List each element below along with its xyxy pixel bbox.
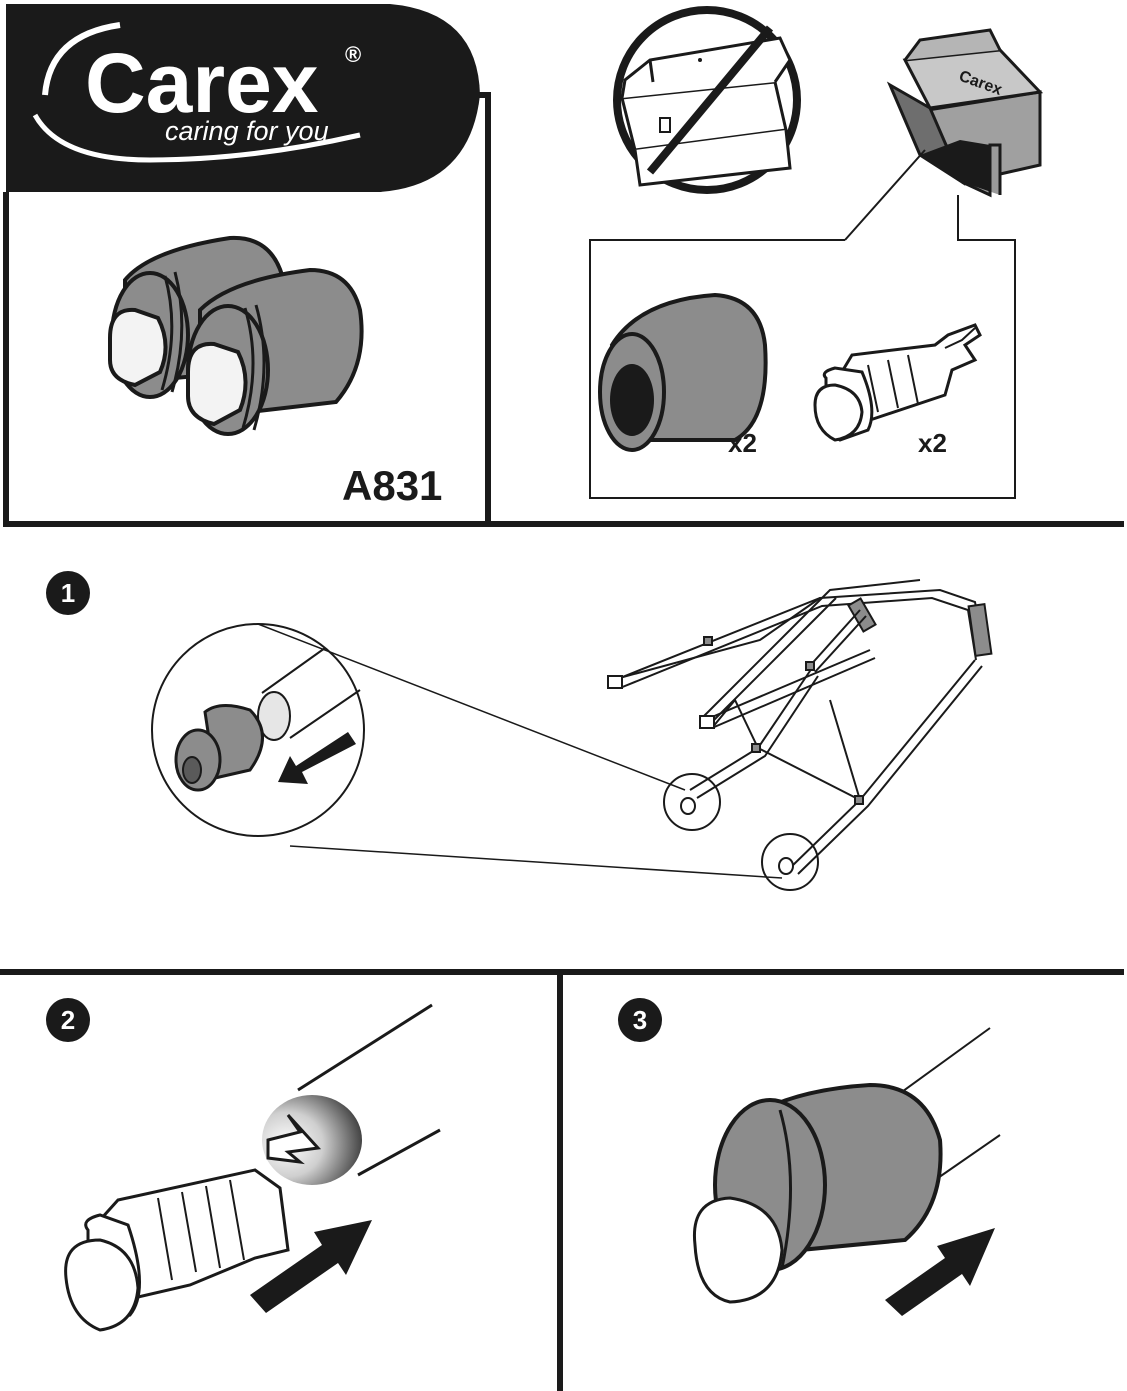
model-number: A831 <box>342 462 442 509</box>
zoom-detail-circle <box>151 623 783 879</box>
kit-contents-panel: x2 x2 <box>589 149 1016 499</box>
product-tips-illustration <box>108 235 364 436</box>
product-panel: A831 <box>3 92 1124 527</box>
step-3-number: 3 <box>633 1005 647 1035</box>
step-1-badge: 1 <box>46 571 90 615</box>
tip-quantity: x2 <box>728 428 757 458</box>
walker-illustration <box>607 579 993 875</box>
glide-insert-step-2 <box>64 1113 322 1332</box>
brand-tagline: caring for you <box>165 116 329 146</box>
rubber-tip-part <box>598 292 768 452</box>
step-3-panel: 3 <box>618 998 1001 1316</box>
no-toolbox-icon <box>613 6 801 194</box>
glide-quantity: x2 <box>918 428 947 458</box>
leg-tip-callout-1 <box>663 773 721 831</box>
arrow-icon <box>278 732 356 784</box>
step-1-number: 1 <box>61 578 75 608</box>
arrow-icon <box>885 1228 995 1316</box>
arrow-icon <box>250 1220 372 1313</box>
step-1-panel: 1 <box>46 571 993 891</box>
step-2-panel: 2 <box>46 998 441 1332</box>
leg-tip-callout-2 <box>761 833 819 891</box>
glide-insert-part <box>813 323 982 442</box>
brand-name: Carex <box>85 36 319 130</box>
step-3-badge: 3 <box>618 998 662 1042</box>
carex-logo: Carex ® caring for you <box>32 22 361 163</box>
installed-tip <box>692 1082 943 1304</box>
step-2-number: 2 <box>61 1005 75 1035</box>
step-2-badge: 2 <box>46 998 90 1042</box>
registered-mark: ® <box>345 42 361 67</box>
open-box-icon: Carex <box>886 28 1044 198</box>
logo-banner: Carex ® caring for you <box>6 4 480 192</box>
